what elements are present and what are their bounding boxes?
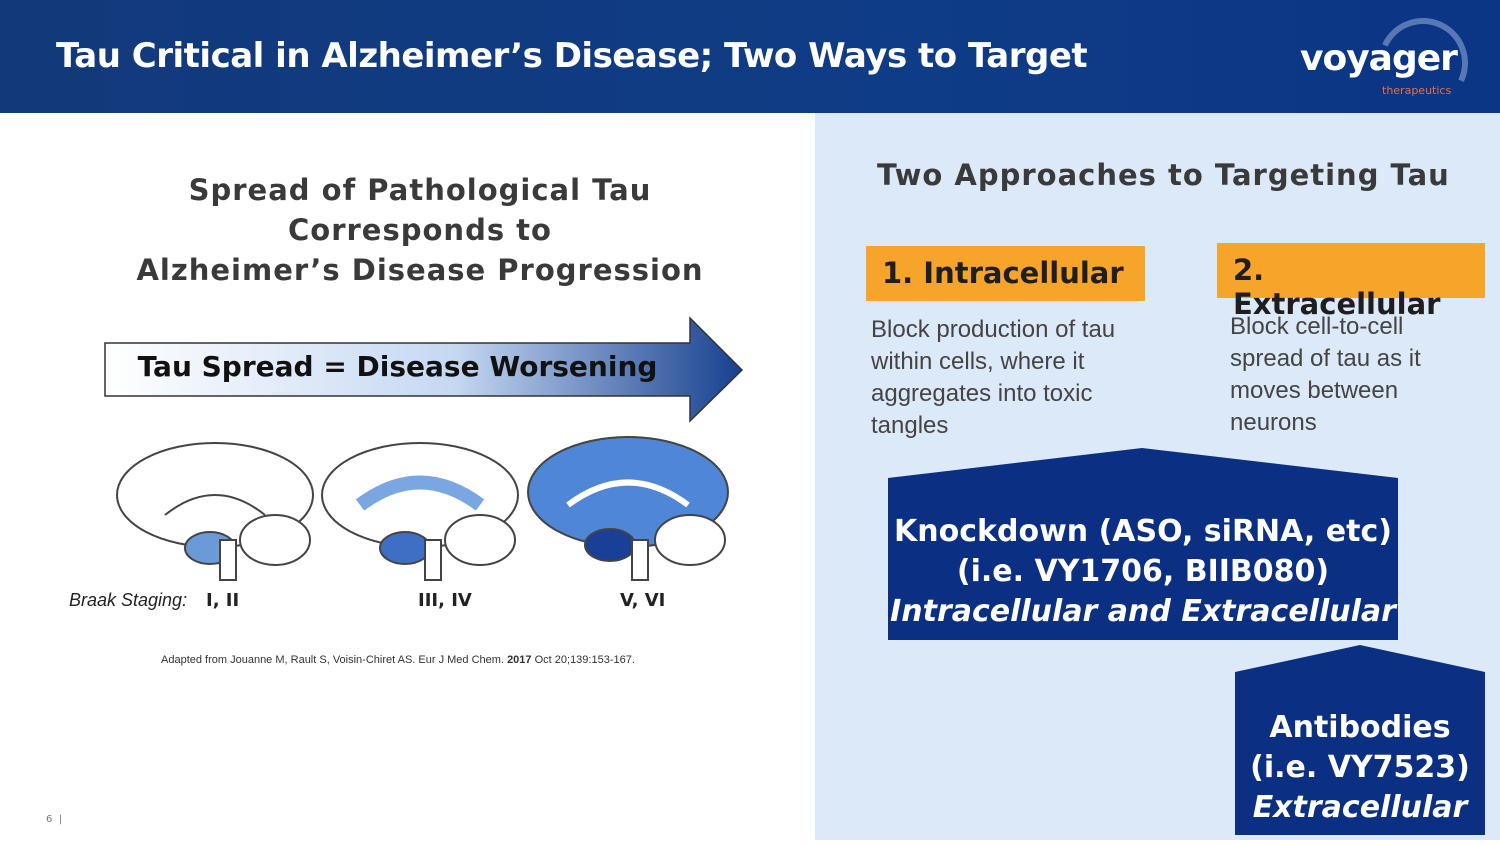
logo: voyager bbox=[1300, 38, 1458, 79]
extracellular-description: Block cell-to-cell spread of tau as it mov… bbox=[1230, 311, 1421, 439]
heading-line: Alzheimer’s Disease Progression bbox=[136, 253, 704, 287]
citation-year: 2017 bbox=[507, 654, 532, 666]
arrow-label: Tau Spread = Disease Worsening bbox=[137, 350, 658, 383]
antibodies-shape bbox=[1235, 645, 1485, 835]
text-line: neurons bbox=[1230, 409, 1317, 436]
brain-stage-1-icon bbox=[116, 442, 314, 581]
extracellular-label: 2. Extracellular bbox=[1217, 243, 1485, 321]
intracellular-description: Block production of tau within cells, whe… bbox=[871, 314, 1115, 442]
text-line: tangles bbox=[871, 412, 949, 439]
heading-line: Spread of Pathological Tau bbox=[188, 173, 652, 207]
brain-stage-2-icon bbox=[321, 442, 519, 581]
arrow-shape bbox=[104, 316, 744, 423]
page-number: 6 | bbox=[46, 814, 63, 825]
text-line: (i.e. VY1706, BIIB080) bbox=[956, 554, 1330, 589]
text-line: within cells, where it bbox=[871, 348, 1085, 375]
brain-stage-3-icon bbox=[527, 436, 729, 581]
knockdown-shape bbox=[888, 448, 1398, 640]
left-heading: Spread of Pathological Tau Corresponds t… bbox=[100, 170, 740, 290]
text-line: Knockdown (ASO, siRNA, etc) bbox=[894, 514, 1392, 549]
text-line: spread of tau as it bbox=[1230, 345, 1421, 372]
right-heading: Two Approaches to Targeting Tau bbox=[877, 158, 1450, 192]
intracellular-label: 1. Intracellular bbox=[866, 246, 1145, 301]
page-number-text: 6 bbox=[46, 814, 53, 825]
text-line: Antibodies bbox=[1269, 710, 1451, 745]
text-line: Block production of tau bbox=[871, 316, 1116, 343]
text-line: Intracellular and Extracellular bbox=[890, 594, 1396, 629]
citation: Adapted from Jouanne M, Rault S, Voisin-… bbox=[161, 654, 635, 666]
text-line: Block cell-to-cell bbox=[1230, 313, 1404, 340]
antibodies-box: Antibodies (i.e. VY7523) Extracellular bbox=[1235, 708, 1485, 828]
text-line: (i.e. VY7523) bbox=[1250, 750, 1470, 785]
braak-label: Braak Staging: bbox=[69, 590, 188, 610]
stage-label: I, II bbox=[206, 590, 240, 611]
citation-text: Oct 20;139:153-167. bbox=[531, 654, 635, 666]
logo-subtitle: therapeutics bbox=[1382, 84, 1452, 97]
stage-label: III, IV bbox=[418, 590, 472, 611]
citation-text: Adapted from Jouanne M, Rault S, Voisin-… bbox=[161, 654, 508, 666]
text-line: Extracellular bbox=[1252, 790, 1468, 825]
slide-title: Tau Critical in Alzheimer’s Disease; Two… bbox=[56, 36, 1088, 76]
text-line: aggregates into toxic bbox=[871, 380, 1093, 407]
stage-label: V, VI bbox=[620, 590, 666, 611]
knockdown-box: Knockdown (ASO, siRNA, etc) (i.e. VY1706,… bbox=[888, 512, 1398, 632]
text-line: moves between bbox=[1230, 377, 1399, 404]
tau-arrow-and-brains bbox=[104, 316, 744, 581]
header-bar bbox=[0, 0, 1500, 113]
heading-line: Corresponds to bbox=[288, 213, 552, 247]
